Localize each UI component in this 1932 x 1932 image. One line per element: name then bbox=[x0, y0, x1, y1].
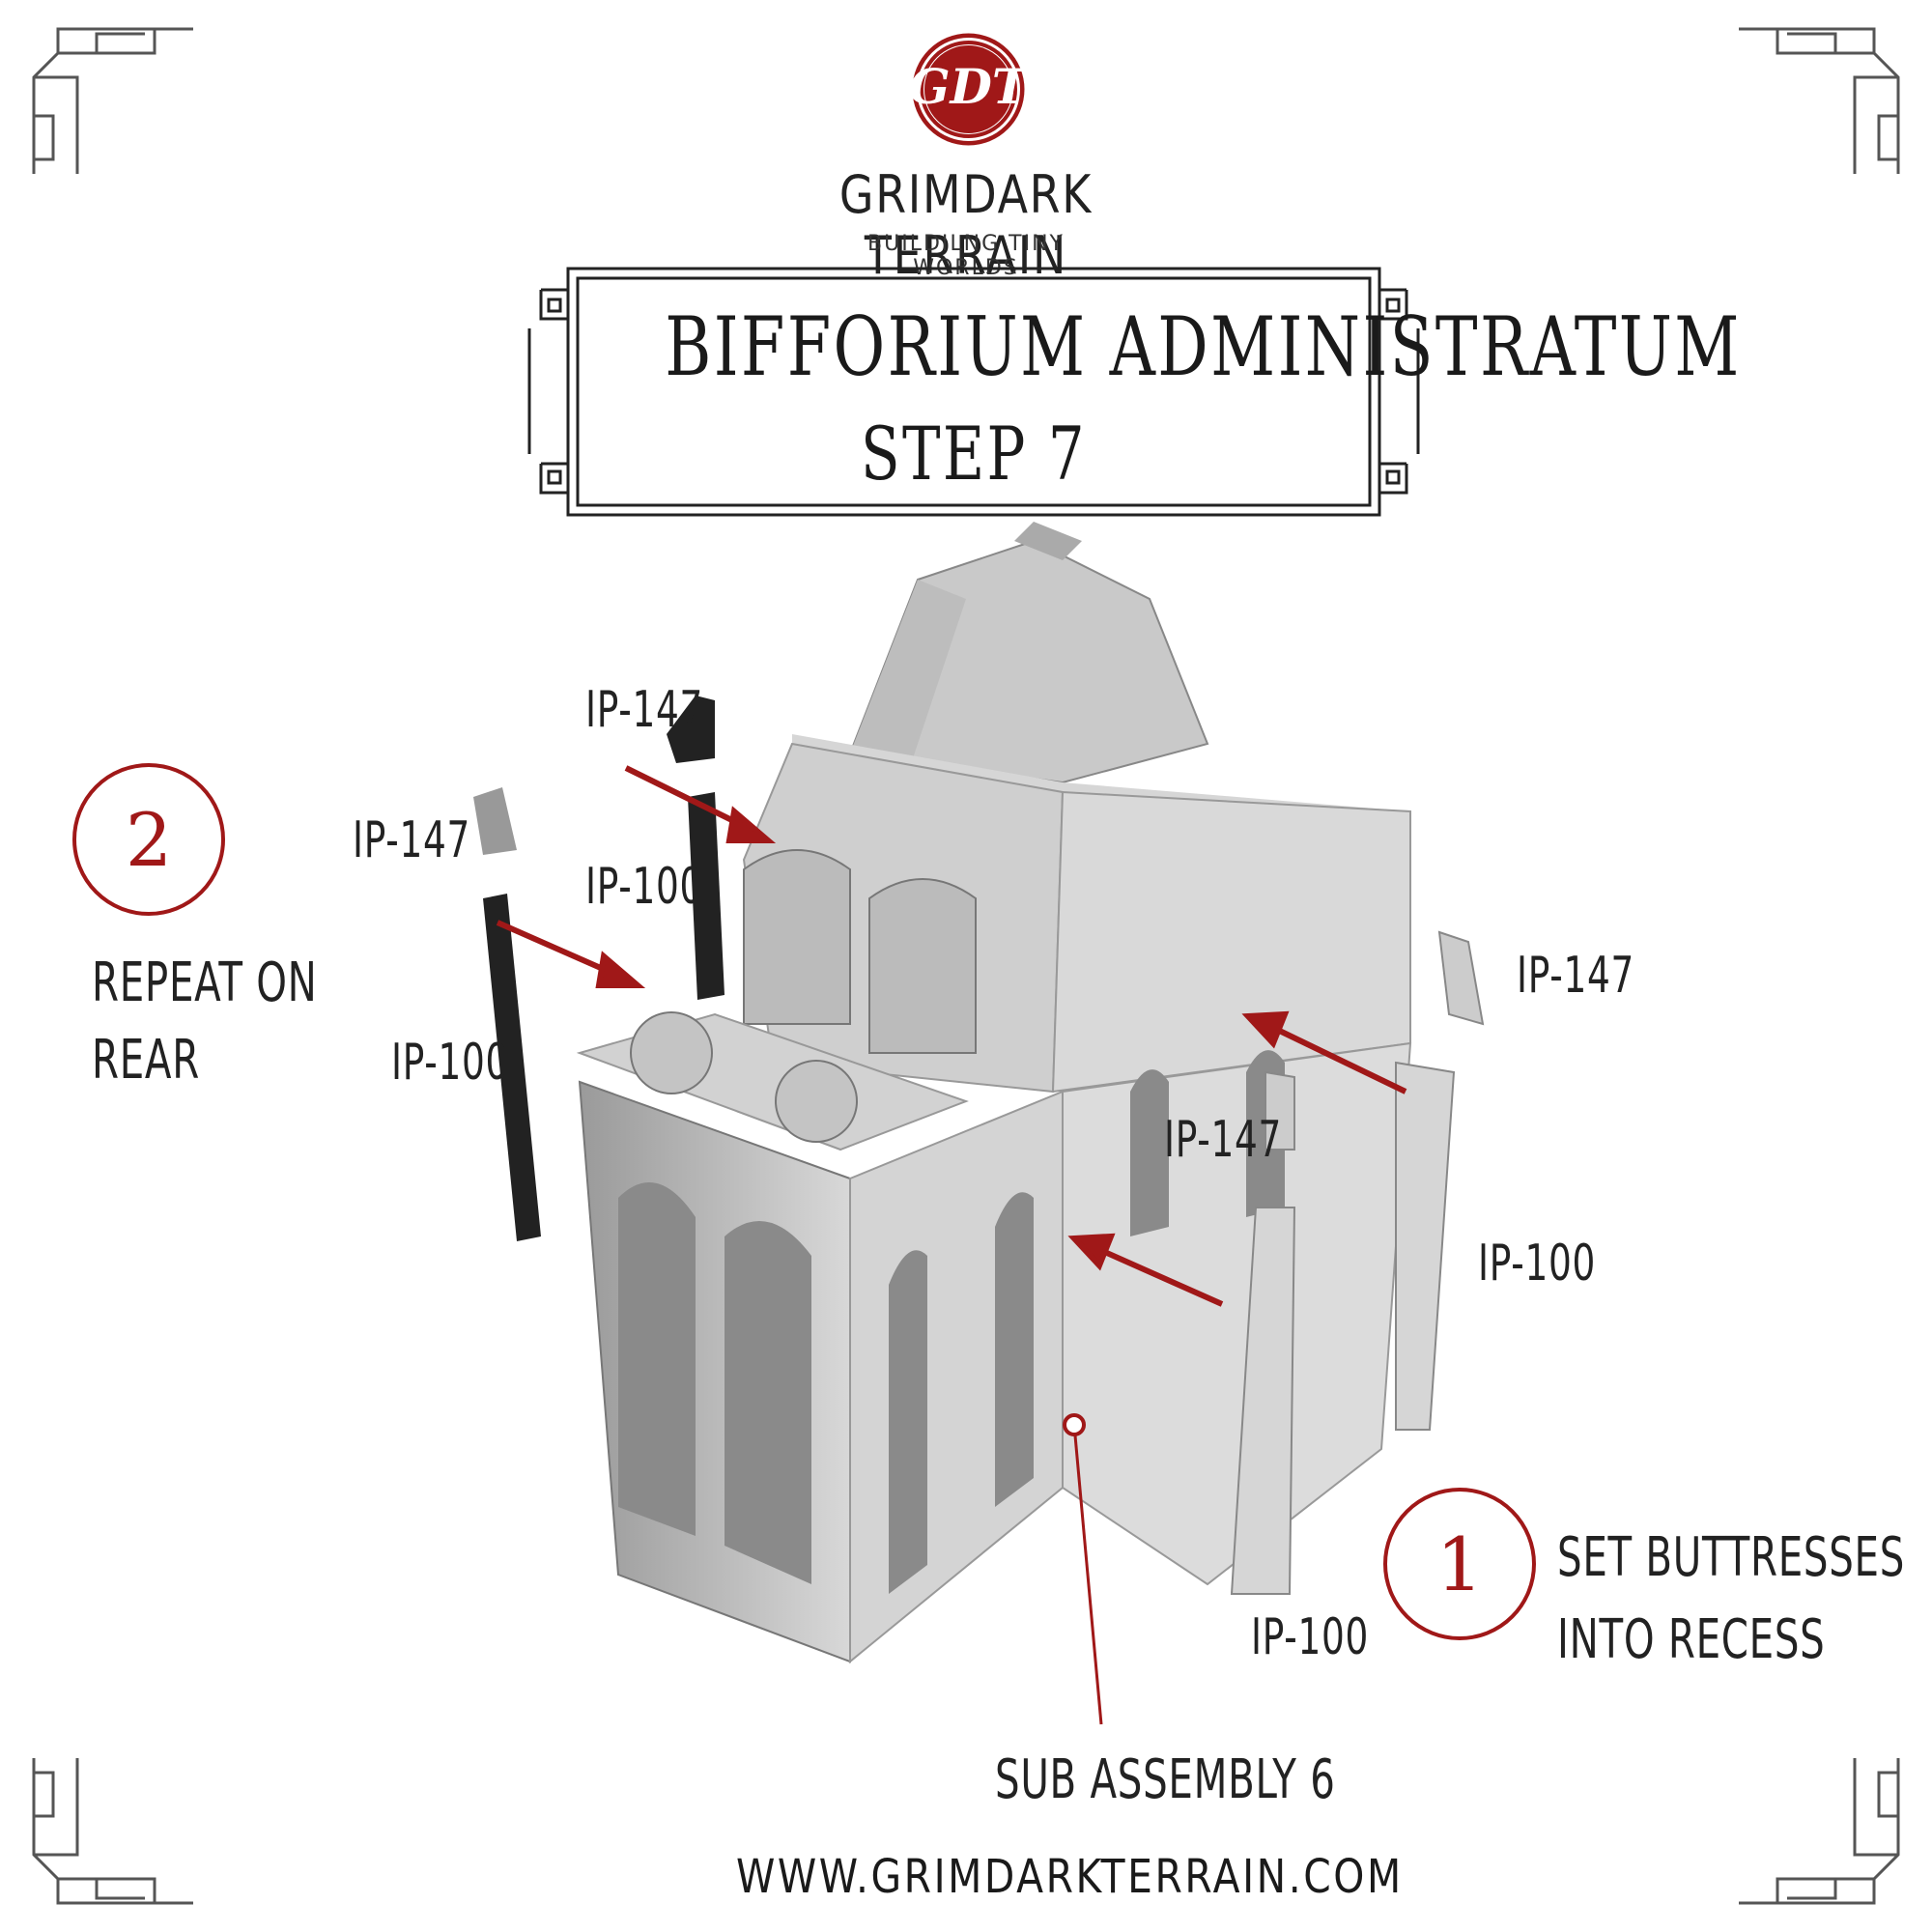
loose-parts bbox=[473, 696, 1485, 1595]
logo-monogram: GDT bbox=[908, 58, 1029, 115]
part-label-ip147-right: IP-147 bbox=[1517, 947, 1635, 1005]
part-label-ip100-bottom: IP-100 bbox=[1251, 1608, 1370, 1666]
footer-url[interactable]: WWW.GRIMDARKTERRAIN.COM bbox=[736, 1850, 1404, 1904]
instruction-1-line2: INTO RECESS bbox=[1557, 1608, 1826, 1671]
instruction-2-line1: REPEAT ON bbox=[92, 952, 318, 1014]
part-label-ip147-left: IP-147 bbox=[353, 811, 471, 869]
sub-assembly-label: SUB ASSEMBLY 6 bbox=[995, 1748, 1336, 1811]
instruction-2-line2: REAR bbox=[92, 1029, 200, 1092]
instruction-1-badge: 1 bbox=[1383, 1488, 1536, 1640]
brand-name: GRIMDARK TERRAIN bbox=[838, 164, 1094, 286]
part-label-ip100-top: IP-100 bbox=[585, 858, 704, 916]
part-label-ip100-left: IP-100 bbox=[391, 1034, 510, 1092]
part-label-ip147-top: IP-147 bbox=[585, 681, 704, 739]
step-label: STEP 7 bbox=[861, 411, 1087, 497]
part-label-ip147-center: IP-147 bbox=[1164, 1111, 1283, 1169]
instruction-2-number: 2 bbox=[125, 796, 173, 883]
brand-logo: GDT bbox=[908, 29, 1029, 150]
instruction-1-line1: SET BUTTRESSES bbox=[1557, 1526, 1906, 1589]
instruction-2-badge: 2 bbox=[72, 763, 225, 916]
instruction-1-number: 1 bbox=[1435, 1520, 1484, 1607]
part-label-ip100-right: IP-100 bbox=[1478, 1235, 1597, 1293]
assembly-arrows bbox=[496, 765, 1407, 1725]
